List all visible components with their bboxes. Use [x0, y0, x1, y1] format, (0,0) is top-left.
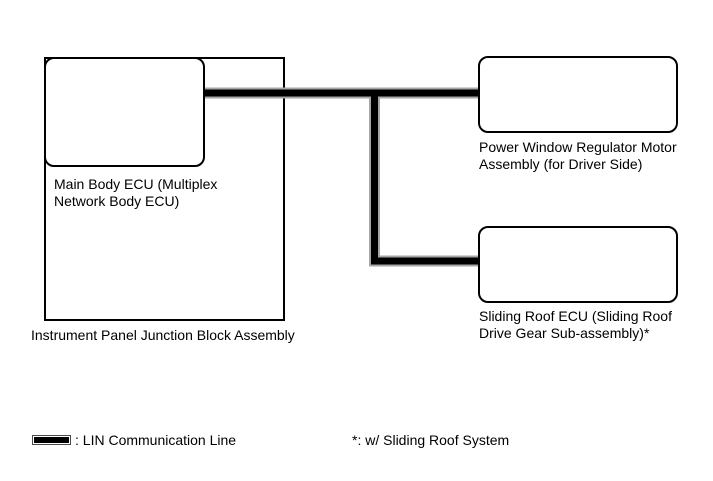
power-window-label: Power Window Regulator Motor Assembly (f… — [479, 139, 677, 173]
sliding-roof-footnote: *: w/ Sliding Roof System — [352, 432, 510, 448]
power-window-label-line2: Assembly (for Driver Side) — [479, 156, 643, 172]
lin-legend-label: : LIN Communication Line — [75, 431, 237, 448]
main-body-ecu-label: Main Body ECU (Multiplex Network Body EC… — [54, 176, 217, 210]
power-window-regulator-box — [478, 56, 678, 133]
main-body-ecu-label-line1: Main Body ECU (Multiplex — [54, 176, 218, 192]
sliding-roof-label-line1: Sliding Roof ECU (Sliding Roof — [479, 308, 672, 324]
main-body-ecu-label-line2: Network Body ECU) — [54, 193, 180, 209]
main-body-ecu-box — [44, 57, 205, 167]
power-window-label-line1: Power Window Regulator Motor — [479, 139, 677, 155]
sliding-roof-label-line2: Drive Gear Sub-assembly)* — [479, 325, 650, 341]
sliding-roof-ecu-box — [478, 226, 678, 303]
lin-line-legend-swatch-icon — [32, 435, 71, 445]
sliding-roof-label: Sliding Roof ECU (Sliding Roof Drive Gea… — [479, 308, 672, 342]
legend: : LIN Communication Line — [32, 430, 236, 450]
lin-line-legend-swatch-core — [34, 437, 69, 443]
junction-block-label: Instrument Panel Junction Block Assembly — [31, 327, 295, 343]
